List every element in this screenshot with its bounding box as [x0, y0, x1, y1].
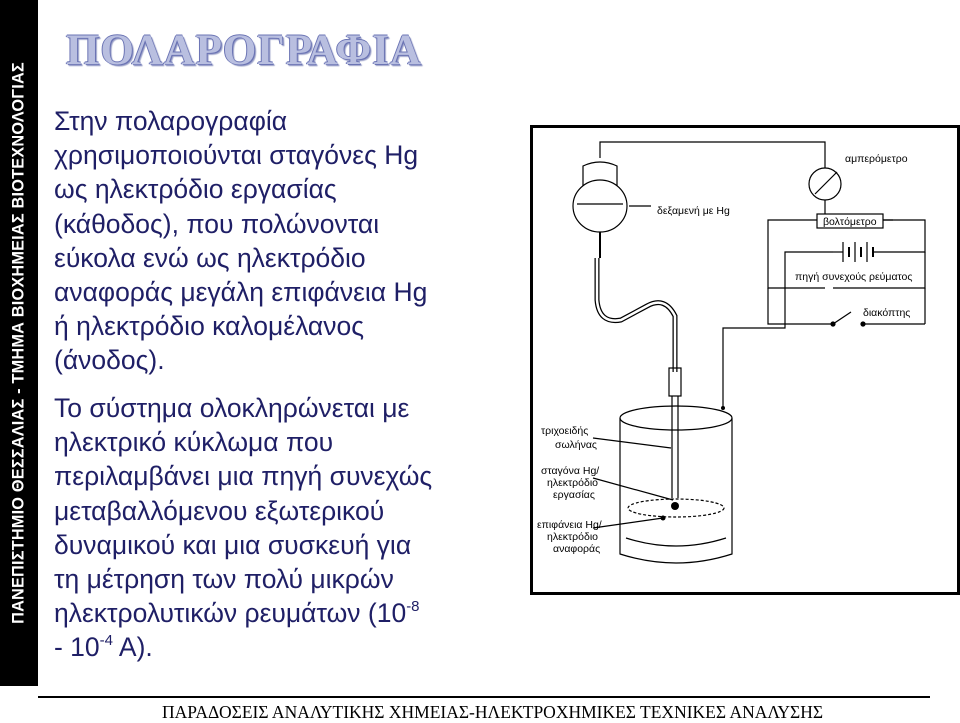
label-voltmeter: βολτόμετρο	[823, 216, 877, 228]
paragraph-line: αναφοράς μεγάλη επιφάνεια Hg	[54, 277, 428, 308]
beaker-rim	[619, 405, 733, 431]
label-switch: διακόπτης	[863, 307, 910, 319]
paragraph-line: εύκολα ενώ ως ηλεκτρόδιο	[54, 242, 366, 273]
label-surface: αναφοράς	[553, 543, 600, 555]
label-reservoir: δεξαμενή με Hg	[657, 205, 730, 217]
paragraph-line: ή ηλεκτρόδιο καλομέλανος	[54, 311, 365, 342]
surface-dot	[660, 515, 666, 521]
current-range-text: - 10	[54, 632, 100, 663]
ammeter-needle	[814, 171, 838, 195]
exponent-lower: -4	[99, 632, 114, 650]
polarograph-diagram-svg: αμπερόμετρο δεξαμενή με Hg βολτόμετρο πη…	[537, 141, 926, 564]
connecting-tube-inner	[595, 258, 677, 372]
label-source: πηγή συνεχούς ρεύματος	[795, 271, 912, 283]
paragraph-intro: Στην πολαρογραφία χρησιμοποιούνται σταγό…	[54, 104, 427, 378]
paragraph-line: Στην πολαρογραφία	[54, 106, 288, 136]
leader-line	[592, 477, 674, 501]
leader-line	[592, 437, 672, 449]
junction-dot	[721, 406, 725, 410]
footer-course-title: ΠΑΡΑΔΟΣΕΙΣ ΑΝΑΛΥΤΙΚΗΣ ΧΗΜΕΙΑΣ-ΗΛΕΚΤΡΟΧΗΜ…	[162, 702, 824, 722]
paragraph-line: ηλεκτρικό κύκλωμα που	[54, 427, 334, 458]
paragraph-line: περιλαμβάνει μια πηγή συνεχώς	[54, 461, 433, 492]
page-title: ΠΟΛΑΡΟΓΡΑΦΙΑ	[66, 27, 422, 74]
beaker-body	[619, 418, 733, 564]
wire-top	[599, 141, 826, 168]
wire-to-capillary	[722, 251, 833, 408]
sidebar: ΠΑΝΕΠΙΣΤΗΜΙΟ ΘΕΣΣΑΛΙΑΣ - ΤΜΗΜΑ ΒΙΟΧΗΜΕΙΑ…	[0, 0, 38, 686]
label-drop: εργασίας	[553, 489, 595, 501]
paragraph-line: ως ηλεκτρόδιο εργασίας	[54, 174, 337, 205]
sidebar-university-text: ΠΑΝΕΠΙΣΤΗΜΙΟ ΘΕΣΣΑΛΙΑΣ - ΤΜΗΜΑ ΒΙΟΧΗΜΕΙΑ…	[9, 62, 28, 624]
paragraph-line: χρησιμοποιούνται σταγόνες Hg	[54, 140, 419, 171]
reference-electrode-surface	[627, 498, 725, 518]
voltmeter-box	[816, 213, 884, 229]
paragraph-line: (κάθοδος), που πολώνονται	[54, 208, 380, 239]
label-capillary: τριχοειδής	[541, 425, 588, 437]
tube-connector	[668, 367, 682, 397]
wire-right	[883, 219, 926, 253]
paragraph-line: (άνοδος).	[54, 345, 165, 376]
exponent-upper: -8	[406, 598, 420, 616]
paragraph-line: Το σύστημα ολοκληρώνεται με	[54, 393, 410, 423]
leader-line	[592, 517, 664, 529]
switch	[767, 288, 852, 325]
paragraph-line: δυναμικού και μια συσκευή για	[54, 529, 412, 560]
paragraph-line: μεταβαλλόμενου εξωτερικού	[54, 495, 385, 526]
switch-contact	[860, 321, 866, 327]
mercury-reservoir-bulb	[572, 179, 628, 233]
paragraph-line: τη μέτρηση των πολύ μικρών	[54, 564, 394, 595]
mercury-drop	[671, 502, 679, 510]
label-drop: σταγόνα Hg/	[541, 465, 599, 477]
label-capillary: σωλήνας	[555, 439, 597, 451]
current-unit-text: A).	[113, 632, 153, 663]
switch-contact	[830, 321, 836, 327]
polarograph-diagram: αμπερόμετρο δεξαμενή με Hg βολτόμετρο πη…	[530, 125, 960, 595]
paragraph-line-current-range-end: - 10-4 A).	[54, 630, 432, 664]
label-ammeter: αμπερόμετρο	[845, 153, 908, 165]
wire-left	[767, 200, 826, 289]
connecting-tube	[594, 258, 678, 372]
label-drop: ηλεκτρόδιο	[547, 477, 598, 489]
mercury-pool	[625, 537, 727, 547]
footer-divider	[38, 696, 930, 698]
label-surface: επιφάνεια Hg/	[537, 519, 602, 531]
mercury-reservoir-neck	[582, 161, 618, 186]
paragraph-line-current-range: ηλεκτρολυτικών ρευμάτων (10-8	[54, 596, 432, 630]
current-range-text: ηλεκτρολυτικών ρευμάτων (10	[54, 598, 407, 629]
paragraph-circuit: Το σύστημα ολοκληρώνεται με ηλεκτρικό κύ…	[54, 391, 432, 665]
label-surface: ηλεκτρόδιο	[547, 531, 598, 543]
